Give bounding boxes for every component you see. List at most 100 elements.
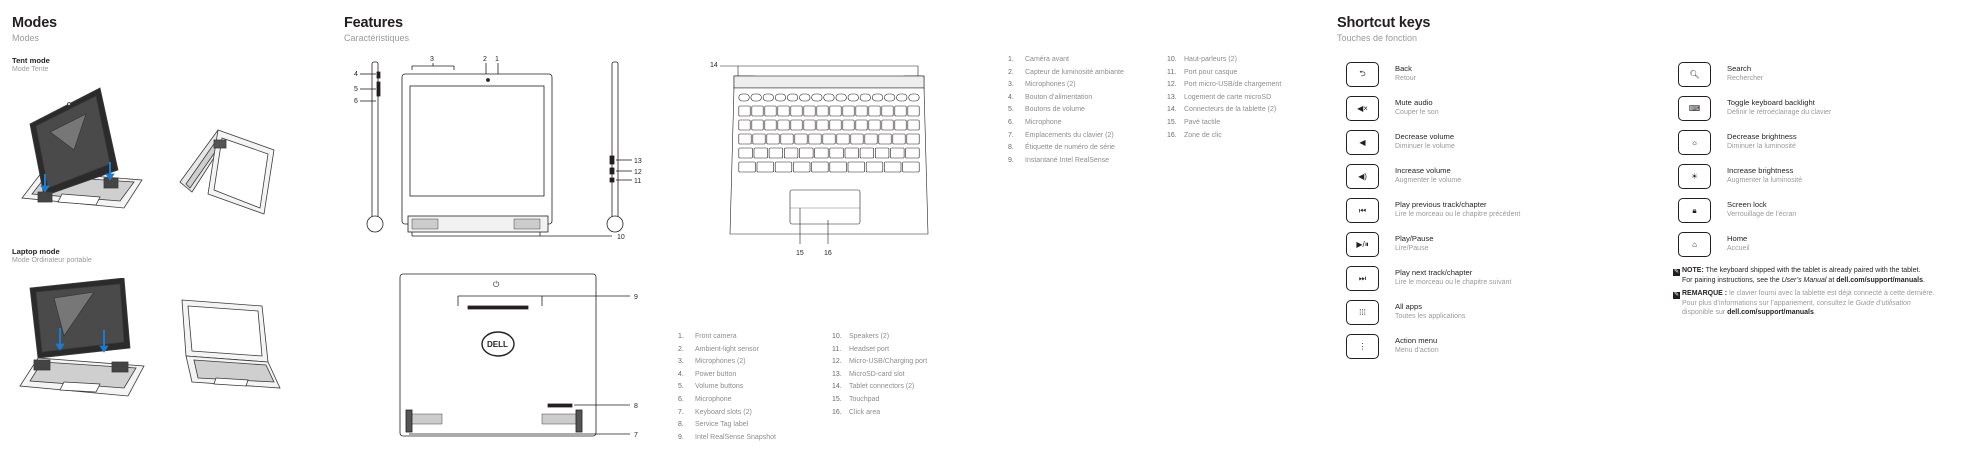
note-fr-text-2: Pour plus d’informations sur l’apparieme… [1682,300,1856,307]
shortcut-label-fr: Augmenter la luminosité [1727,177,1803,184]
shortcut-label-fr: Retour [1395,75,1417,82]
tablet-front-view: 3 2 1 10 4 5 6 13 [350,52,650,248]
shortcut-label: Increase volume [1395,166,1451,175]
brightness-up-icon[interactable]: ☀ [1678,164,1711,189]
component-label: Haut-parleurs (2) [1184,56,1237,63]
component-label: Capteur de luminosité ambiante [1025,68,1124,76]
keyboard-key [875,147,890,159]
shortcut-label: Play previous track/chapter [1395,200,1487,209]
component-label: Micro-USB/Charging port [849,358,928,366]
component-label: Caméra avant [1025,56,1069,63]
keyboard-key [811,93,823,102]
volume-up-icon[interactable]: ◀) [1346,164,1379,189]
component-label: Service Tag label [695,421,749,429]
volume-down-icon[interactable]: ◀ [1346,130,1379,155]
note-label: NOTE: [1682,267,1704,274]
component-number: 16. [1167,131,1177,139]
keyboard-key [756,161,774,173]
component-item: 15.Touchpad [832,394,927,407]
tablet-back-view: ⏻ 9 DELL 8 7 [398,270,648,442]
component-item: 16.Click area [832,407,927,420]
home-icon[interactable]: ⌂ [1678,232,1711,257]
component-label: Headset port [849,345,890,353]
brightness-down-icon[interactable]: ☼ [1678,130,1711,155]
callout-9: 9 [634,294,638,301]
component-number: 9. [1008,156,1014,164]
keyboard-key [905,147,920,159]
component-item: 10.Haut-parleurs (2) [1167,54,1281,67]
keyboard-key [902,161,920,173]
component-item: 10.Speakers (2) [832,331,927,344]
keyboard-key [829,161,847,173]
keyboard-key [738,161,756,173]
action-menu-icon[interactable]: ⋮ [1346,334,1379,359]
search-icon[interactable]: 🔍︎ [1678,62,1711,87]
laptop-mode-attach-illustration [14,278,154,403]
keyboard-key [850,133,864,145]
keyboard-key [764,105,777,117]
keyboard-key [738,133,752,145]
keyboard-key [859,93,871,102]
component-label: Power button [695,370,737,378]
component-label: Port micro-USB/de chargement [1184,81,1282,89]
previous-track-icon[interactable]: ⏮ [1346,198,1379,223]
keyboard-key [777,105,790,117]
modes-subtitle: Modes [12,33,40,43]
keyboard-key [892,133,906,145]
tent-mode-attach-illustration [12,84,162,219]
callout-2: 2 [483,56,487,63]
callout-16: 16 [824,250,832,257]
component-item: 3.Microphones (2) [1008,79,1124,92]
keyboard-key [808,133,822,145]
keyboard-key [881,105,894,117]
component-item: 2.Capteur de luminosité ambiante [1008,67,1124,80]
keyboard-key [829,147,844,159]
component-number: 12. [832,358,842,366]
lock-icon[interactable]: 🔒︎ [1678,198,1711,223]
note-fr-text-3: disponible sur [1682,309,1728,317]
tent-mode-title: Tent mode [12,56,50,65]
component-number: 7. [1008,131,1014,139]
component-item: 3.Microphones (2) [678,356,776,369]
component-item: 14.Connecteurs de la tablette (2) [1167,104,1281,117]
next-track-icon[interactable]: ⏭ [1346,266,1379,291]
keyboard-key [794,133,808,145]
component-item: 12. Micro-USB/Charging port [832,356,927,369]
note-manual: User’s Manual [1781,277,1827,284]
back-icon[interactable]: ⮌ [1346,62,1379,87]
keyboard-key [868,105,881,117]
note-label-fr: REMARQUE : [1682,290,1728,297]
keyboard-backlight-icon[interactable]: ⌨ [1678,96,1711,121]
keyboard-key [751,105,764,117]
all-apps-icon[interactable]: ⁞⁞⁞ [1346,300,1379,325]
shortcut-label: Toggle keyboard backlight [1727,98,1815,107]
note-fr-end: . [1813,309,1816,317]
keyboard-key [865,161,884,173]
keyboard-view: 14 15 16 [710,58,930,258]
callout-6: 6 [354,98,358,105]
note-fr-url[interactable]: dell.com/support/manuals [1727,309,1814,317]
note-url[interactable]: dell.com/support/manuals [1836,277,1923,284]
callout-1: 1 [495,56,499,63]
note-fr-manual: Guide d’utilisation [1855,300,1911,307]
component-number: 15. [1167,118,1177,126]
component-label: MicroSD-card slot [849,370,905,378]
dell-logo: DELL [487,340,508,349]
note-text-2: For pairing instructions, see the [1682,277,1782,284]
component-number: 9. [678,433,684,441]
component-item: 8.Service Tag label [678,419,776,432]
keyboard-key [752,133,766,145]
component-item: 9.Intel RealSense Snapshot [678,432,776,445]
mute-icon[interactable]: ◀× [1346,96,1379,121]
note-end: . [1922,277,1925,284]
keyboard-key [829,119,842,131]
component-number: 3. [678,358,684,366]
keyboard-key [780,133,794,145]
keyboard-key [790,119,803,131]
component-number: 13. [832,370,842,378]
play-pause-icon[interactable]: ▶/⏸ [1346,232,1379,257]
note-text-3: at [1826,277,1837,284]
component-item: 6.Microphone [1008,117,1124,130]
power-glyph: ⏻ [493,280,500,289]
keyboard-key [868,119,881,131]
